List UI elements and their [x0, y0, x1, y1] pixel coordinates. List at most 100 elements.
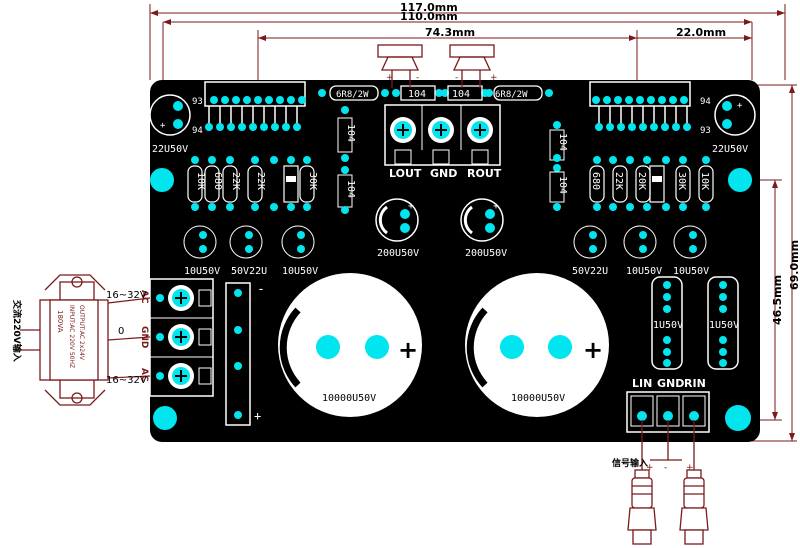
cap-1u-right-label: 1U50V: [709, 320, 739, 331]
res-104-a-label: 104: [408, 89, 426, 100]
ic-right: [589, 81, 691, 131]
res-104-left-2: 104: [345, 180, 356, 198]
svg-text:+: +: [583, 336, 603, 364]
dim-width-total: 117.0mm: [400, 1, 458, 14]
cap-10u-right-2-label: 10U50V: [673, 266, 709, 277]
cap-big-left: +: [278, 273, 422, 417]
cap-200u-left-label: 200U50V: [377, 248, 419, 259]
res-6r8-right-label: 6R8/2W: [495, 90, 528, 100]
cap-big-right-label: 10000U50V: [511, 393, 565, 404]
sig-plus-left: +: [646, 463, 654, 473]
res-6r8-left-label: 6R8/2W: [336, 90, 369, 100]
ac-16-32-top: 16~32V: [106, 290, 147, 301]
res-104-right-vertical: [549, 121, 565, 211]
left-resistor-bank: [191, 156, 311, 211]
pin-93-left: 93: [192, 97, 203, 107]
filter-plus: +: [254, 409, 261, 423]
screw-gnd-icon: [428, 117, 454, 143]
res-104-right-2: 104: [557, 176, 568, 194]
dim-width-mount: 110.0mm: [400, 10, 458, 23]
filter-bar: [225, 282, 251, 426]
filter-minus: -: [257, 282, 265, 297]
res-30k-right: 30K: [676, 172, 687, 190]
svg-text:+: +: [493, 201, 499, 212]
res-10k-right: 10K: [699, 172, 710, 190]
cap-200u-left: +: [375, 198, 419, 242]
dim-width-inner: 74.3mm: [425, 26, 475, 39]
sig-plus-right: +: [686, 463, 694, 473]
term-ac-top: AC: [139, 290, 149, 304]
cap-200u-right: +: [460, 198, 504, 242]
spk-left-minus: -: [416, 73, 419, 83]
svg-text:+: +: [160, 121, 166, 131]
spk-left-plus: +: [386, 73, 394, 83]
label-rin: RIN: [684, 377, 706, 390]
res-20k-right: 20K: [636, 172, 647, 190]
dimension-arrows: [150, 10, 795, 441]
screw-ac-bottom-icon: [168, 363, 194, 389]
cap-small-right-1: [573, 225, 607, 259]
cap-22u-left-label: 22U50V: [152, 144, 188, 155]
cap-22u-right: +: [714, 94, 756, 136]
ac-16-32-bottom: 16~32V: [106, 375, 147, 386]
dim-height-mount: 46.5mm: [771, 275, 784, 325]
res-6r8-left: [318, 85, 389, 101]
cap-22u-left: +: [149, 94, 191, 136]
cap-small-right-2: [623, 225, 657, 259]
cap-10u-left-2-label: 10U50V: [282, 266, 318, 277]
pin-94-right: 94: [700, 97, 711, 107]
cap-small-left-3: [281, 225, 315, 259]
transformer-text-3: OUTPUT:AC 2x24V: [78, 305, 85, 361]
res-104-a: [392, 85, 443, 101]
label-in-gnd: GND: [657, 377, 684, 390]
screw-gnd-power-icon: [168, 324, 194, 350]
cap-small-right-3: [673, 225, 707, 259]
cap-50v22u-left-label: 50V22U: [231, 266, 267, 277]
output-terminal-block: [384, 104, 501, 166]
cap-22u-right-label: 22U50V: [712, 144, 748, 155]
transformer-text-1: 180VA: [56, 310, 64, 333]
right-resistor-bank: [593, 156, 710, 211]
sig-minus: -: [664, 463, 667, 473]
cap-10u-left-1-label: 10U50V: [184, 266, 220, 277]
res-22k-right: 22K: [613, 172, 624, 190]
ac-wires: [20, 297, 151, 379]
cap-10u-right-1-label: 10U50V: [626, 266, 662, 277]
ic-left: [204, 81, 306, 131]
res-104-right-1: 104: [557, 133, 568, 151]
res-680-right: 680: [590, 172, 601, 190]
transformer-icon: [39, 274, 109, 406]
label-rout: ROUT: [467, 167, 502, 180]
speaker-left-icon: [377, 44, 423, 88]
svg-text:+: +: [737, 101, 743, 111]
res-10k-left: 10K: [195, 172, 206, 190]
res-104-b-label: 104: [452, 89, 470, 100]
transformer-text-2: INPUT:AC 220V 50HZ: [68, 305, 75, 368]
cap-1u-right: [707, 276, 739, 370]
label-lin: LIN: [632, 377, 652, 390]
res-680-left: 680: [212, 172, 223, 190]
cap-1u-left: [651, 276, 683, 370]
svg-text:+: +: [408, 201, 414, 212]
res-22k-left-1: 22K: [230, 172, 241, 190]
pin-94-left: 94: [192, 126, 203, 136]
speaker-right-icon: [449, 44, 495, 88]
ac-input-label: 交流220V输入: [11, 300, 23, 362]
cap-big-right: +: [465, 273, 609, 417]
signal-input-label: 信号输入: [612, 457, 648, 469]
mounting-holes: [150, 168, 752, 431]
rca-plug-right-icon: [679, 469, 709, 545]
res-22k-left-2: 22K: [255, 172, 266, 190]
pin-93-right: 93: [700, 126, 711, 136]
label-lout: LOUT: [389, 167, 422, 180]
res-30k-left: 30K: [307, 172, 318, 190]
cap-1u-left-label: 1U50V: [653, 320, 683, 331]
rca-plug-left-icon: [627, 469, 657, 545]
signal-wires: [641, 420, 695, 470]
cap-small-left-2: [229, 225, 263, 259]
cap-200u-right-label: 200U50V: [465, 248, 507, 259]
svg-text:+: +: [398, 336, 418, 364]
res-6r8-right: [485, 85, 553, 101]
screw-ac-top-icon: [168, 285, 194, 311]
